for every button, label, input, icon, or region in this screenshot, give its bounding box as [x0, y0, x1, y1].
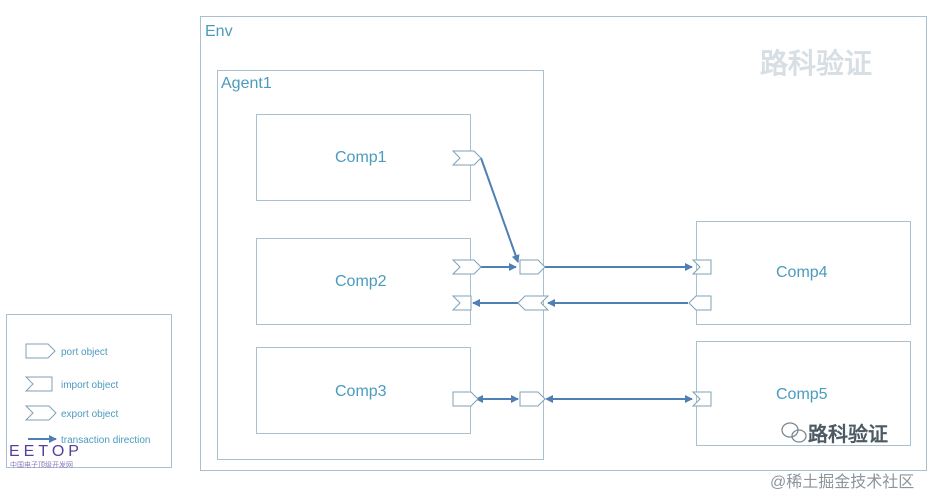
legend-transaction-label: transaction direction: [61, 435, 151, 446]
legend-export-icon: [24, 405, 57, 421]
eetop-logo: EETOP: [9, 443, 83, 460]
comp2-box: [256, 238, 471, 325]
comp2-import-port: [451, 295, 472, 311]
watermark-top: 路科验证: [760, 48, 873, 79]
eetop-subtext: 中国电子顶级开发网: [10, 460, 73, 469]
legend-import-label: import object: [61, 380, 118, 391]
comp4-import-port: [691, 259, 712, 275]
arrow-comp1-to-agent: [480, 157, 520, 263]
comp1-export-port: [451, 150, 482, 166]
env-label: Env: [205, 23, 233, 40]
legend-port-label: port object: [61, 347, 108, 358]
comp3-label: Comp3: [335, 383, 387, 400]
agent-port-upper: [519, 259, 546, 275]
site-watermark: @稀土掘金技术社区: [770, 473, 914, 491]
comp2-export-port: [451, 259, 482, 275]
agent-label: Agent1: [221, 75, 272, 92]
agent-port-bottom: [519, 391, 546, 407]
comp3-box: [256, 347, 471, 434]
comp4-label: Comp4: [776, 264, 828, 281]
comp3-port: [452, 391, 479, 407]
wechat-icon: [781, 422, 807, 443]
comp5-box: [696, 341, 911, 446]
legend-port-icon: [25, 343, 56, 359]
wechat-watermark: 路科验证: [808, 422, 888, 446]
comp1-label: Comp1: [335, 149, 387, 166]
comp5-import-port: [691, 391, 712, 407]
agent-port-lower: [517, 295, 550, 311]
comp4-box: [696, 221, 911, 325]
comp4-export-port: [688, 295, 712, 311]
legend-import-icon: [24, 376, 53, 392]
legend-export-label: export object: [61, 409, 118, 420]
comp2-label: Comp2: [335, 273, 387, 290]
comp5-label: Comp5: [776, 386, 828, 403]
comp1-box: [256, 114, 471, 201]
